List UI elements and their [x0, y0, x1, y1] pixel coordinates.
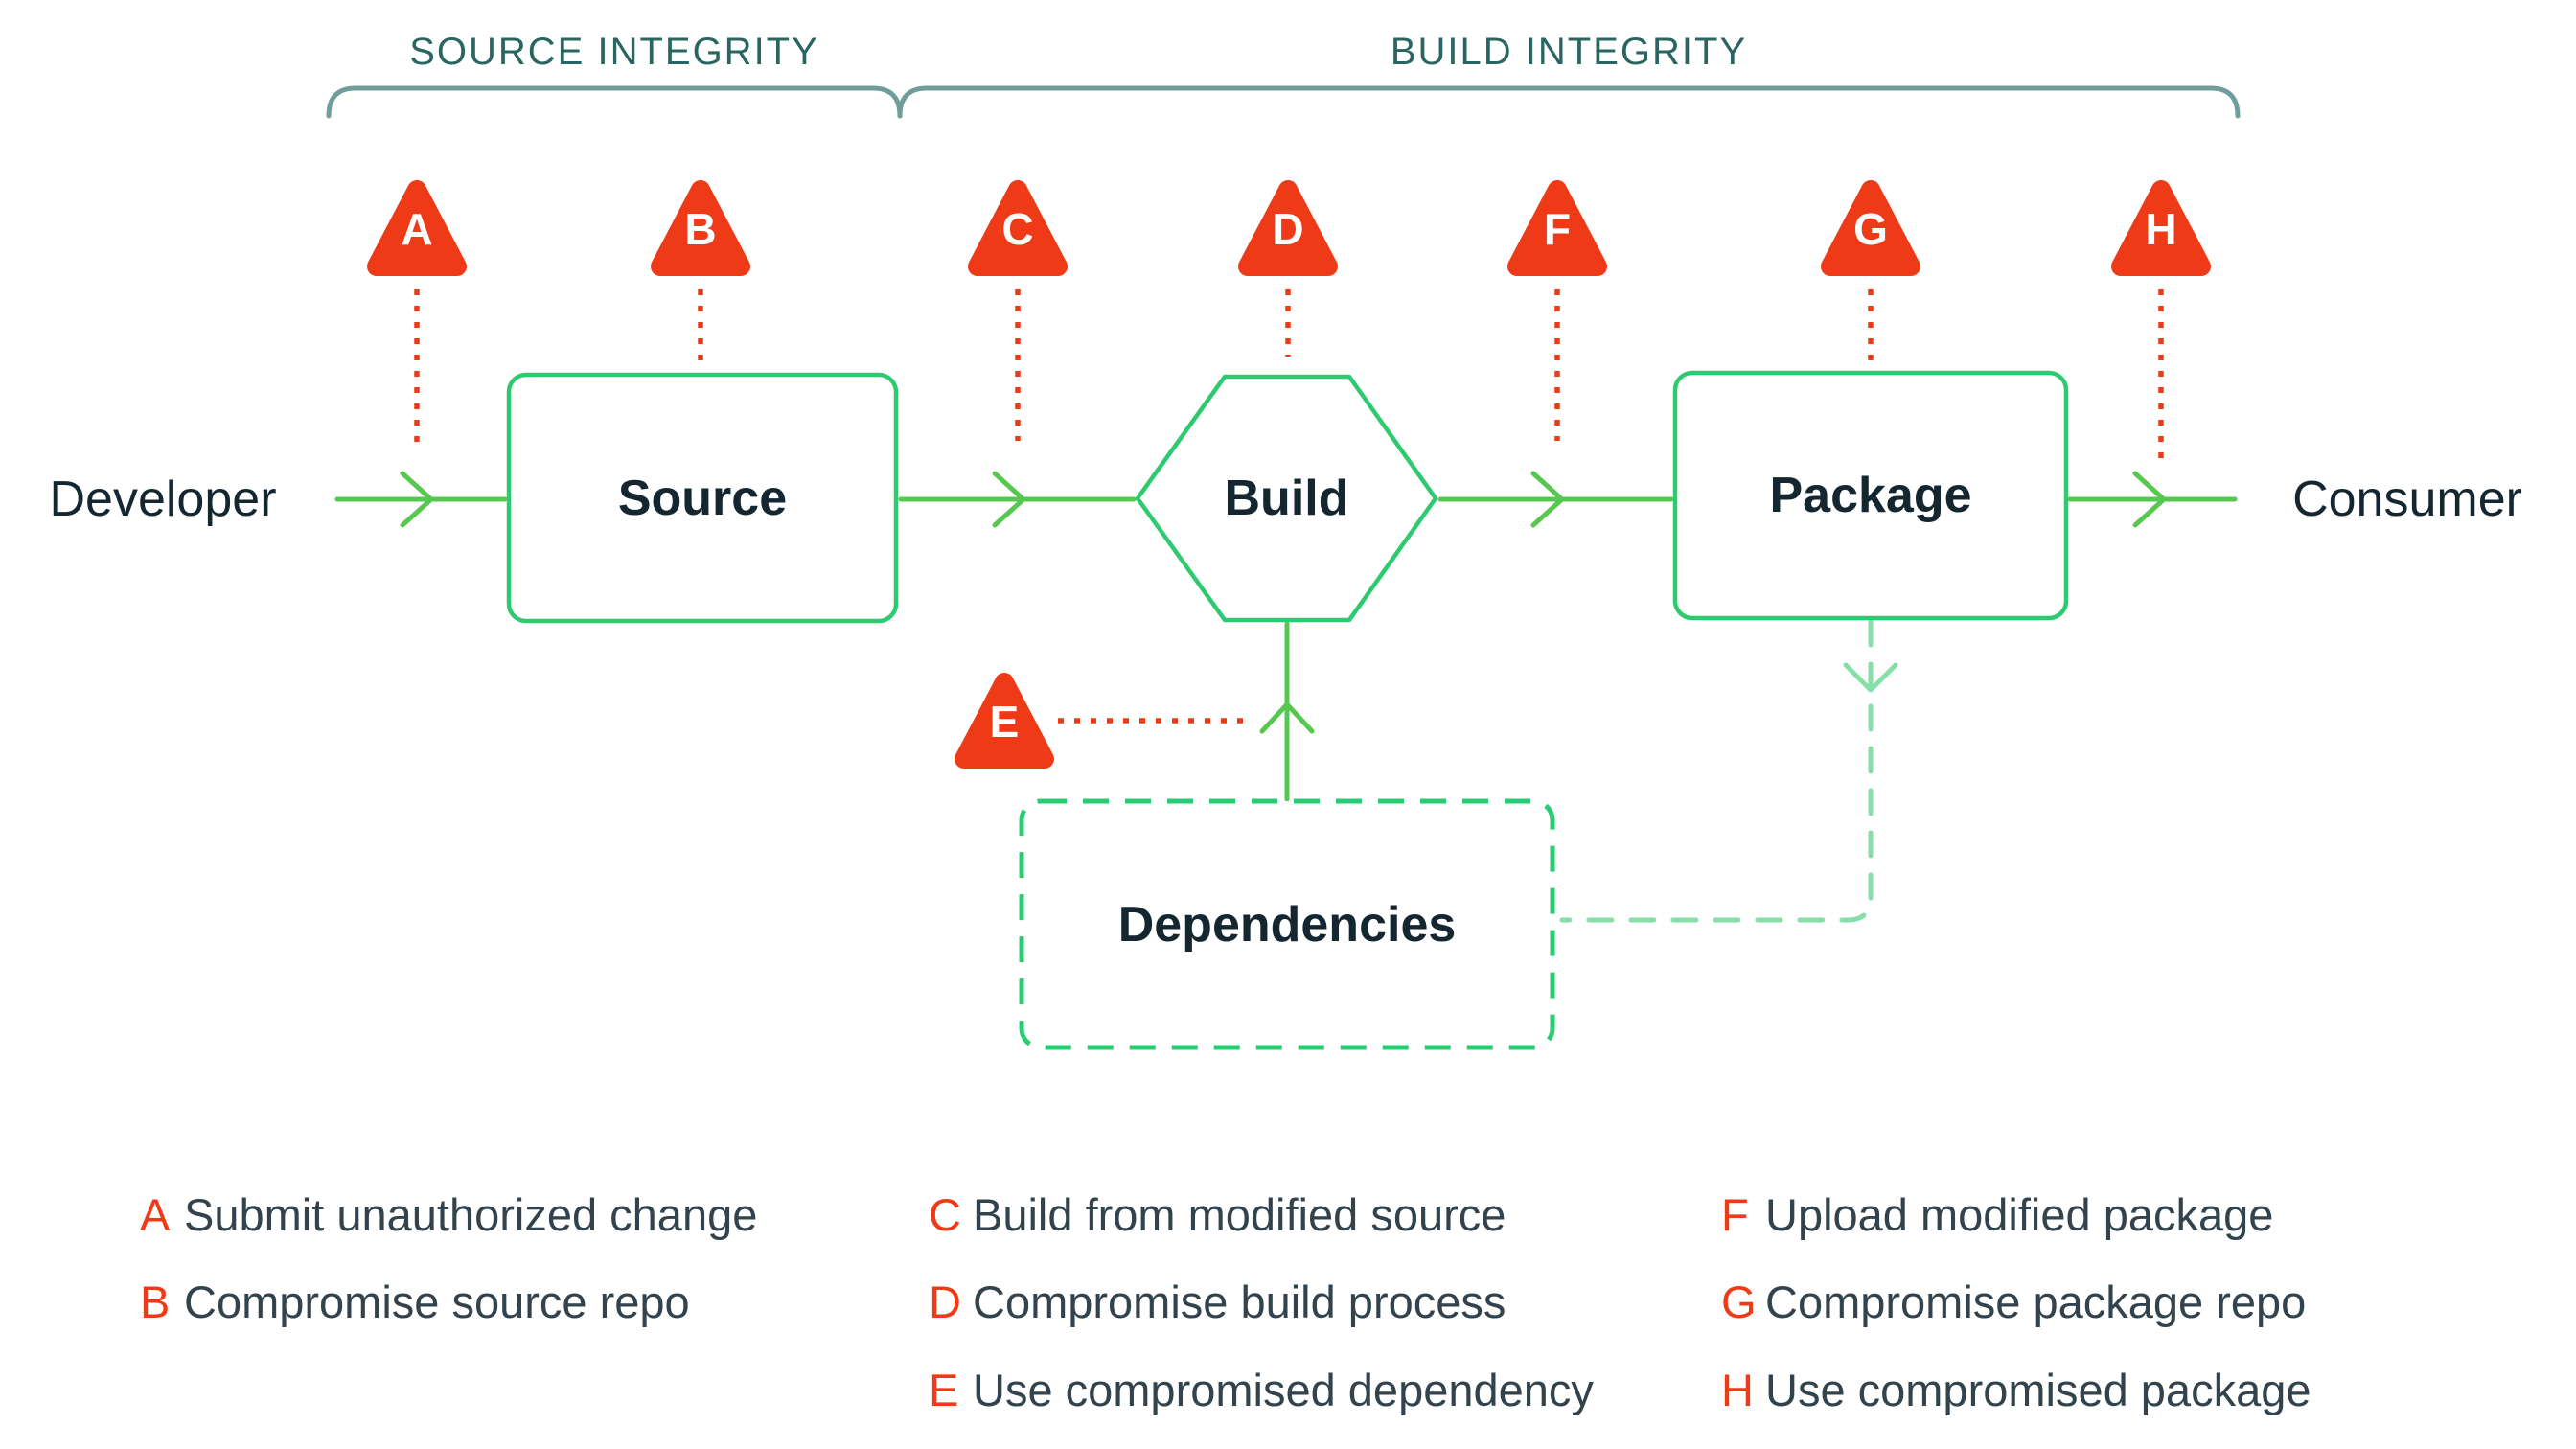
triangle-badge-icon — [1821, 180, 1920, 276]
build-integrity-label: BUILD INTEGRITY — [1390, 31, 1748, 73]
legend-item-a: A Submit unauthorized change — [140, 1188, 757, 1241]
threat-badge-letter: G — [1853, 204, 1888, 254]
dashed-connector-package-to-dependencies — [1559, 619, 1874, 923]
legend-item-h: H Use compromised package — [1721, 1364, 2312, 1416]
developer-label: Developer — [49, 472, 277, 527]
arrowhead-dependencies-to-build — [1259, 702, 1315, 734]
package-label: Package — [1769, 468, 1972, 523]
legend-letter: C — [929, 1189, 961, 1240]
threat-badge-e: E — [954, 667, 1054, 774]
threat-badge-letter: B — [684, 204, 717, 254]
dependencies-label: Dependencies — [1117, 896, 1457, 953]
legend-description: Use compromised package — [1765, 1365, 2312, 1415]
arrowhead-developer-to-source — [400, 471, 434, 528]
threat-badge-letter: E — [989, 697, 1020, 747]
arrowhead-source-to-build — [992, 471, 1026, 528]
build-hexagon — [1135, 374, 1438, 623]
legend-letter: B — [140, 1276, 171, 1327]
arrowhead-package-to-consumer — [2132, 471, 2167, 528]
legend-letter: A — [140, 1189, 171, 1240]
legend-description: Compromise source repo — [184, 1276, 690, 1327]
threat-badge-letter: H — [2145, 204, 2177, 254]
threat-badge-letter: A — [401, 204, 433, 254]
source-integrity-bracket — [326, 85, 903, 119]
triangle-badge-icon — [954, 673, 1054, 769]
legend-letter: H — [1721, 1365, 1754, 1415]
dependencies-box — [1019, 798, 1555, 1050]
triangle-badge-icon — [1507, 180, 1607, 276]
triangle-badge-icon — [651, 180, 750, 276]
legend-description: Upload modified package — [1765, 1189, 2274, 1240]
legend-description: Submit unauthorized change — [184, 1189, 758, 1240]
build-integrity-bracket — [897, 85, 2241, 119]
threat-badge-b: B — [651, 174, 750, 282]
triangle-badge-icon — [1238, 180, 1338, 276]
package-box — [1672, 370, 2069, 621]
threat-badge-letter: D — [1272, 204, 1304, 254]
triangle-badge-icon — [968, 180, 1068, 276]
threat-badge-g: G — [1821, 174, 1920, 282]
source-box — [506, 372, 899, 624]
threat-badge-h: H — [2111, 174, 2211, 282]
legend-item-f: F Upload modified package — [1721, 1188, 2273, 1241]
legend-description: Build from modified source — [973, 1189, 1506, 1240]
legend-letter: D — [929, 1276, 961, 1327]
legend-item-e: E Use compromised dependency — [929, 1364, 1594, 1416]
legend-item-b: B Compromise source repo — [140, 1276, 690, 1328]
triangle-badge-icon — [2111, 180, 2211, 276]
arrowhead-package-to-dependencies — [1843, 662, 1898, 693]
threat-badge-letter: F — [1543, 204, 1572, 254]
legend-item-c: C Build from modified source — [929, 1188, 1506, 1241]
legend-letter: E — [929, 1365, 959, 1415]
arrowhead-build-to-package — [1530, 471, 1565, 528]
source-integrity-label: SOURCE INTEGRITY — [409, 31, 819, 73]
threat-badge-a: A — [367, 174, 467, 282]
legend-description: Use compromised dependency — [973, 1365, 1594, 1415]
legend-description: Compromise package repo — [1765, 1276, 2307, 1327]
threat-badge-c: C — [968, 174, 1068, 282]
consumer-label: Consumer — [2292, 472, 2522, 527]
triangle-badge-icon — [367, 180, 467, 276]
threat-badge-d: D — [1238, 174, 1338, 282]
threat-badge-f: F — [1507, 174, 1607, 282]
threat-badge-letter: C — [1001, 204, 1034, 254]
legend-item-d: D Compromise build process — [929, 1276, 1506, 1328]
source-label: Source — [617, 470, 788, 526]
legend-letter: G — [1721, 1276, 1757, 1327]
build-label: Build — [1224, 471, 1349, 526]
legend-description: Compromise build process — [973, 1276, 1506, 1327]
legend-letter: F — [1721, 1189, 1749, 1240]
legend-item-g: G Compromise package repo — [1721, 1276, 2306, 1328]
